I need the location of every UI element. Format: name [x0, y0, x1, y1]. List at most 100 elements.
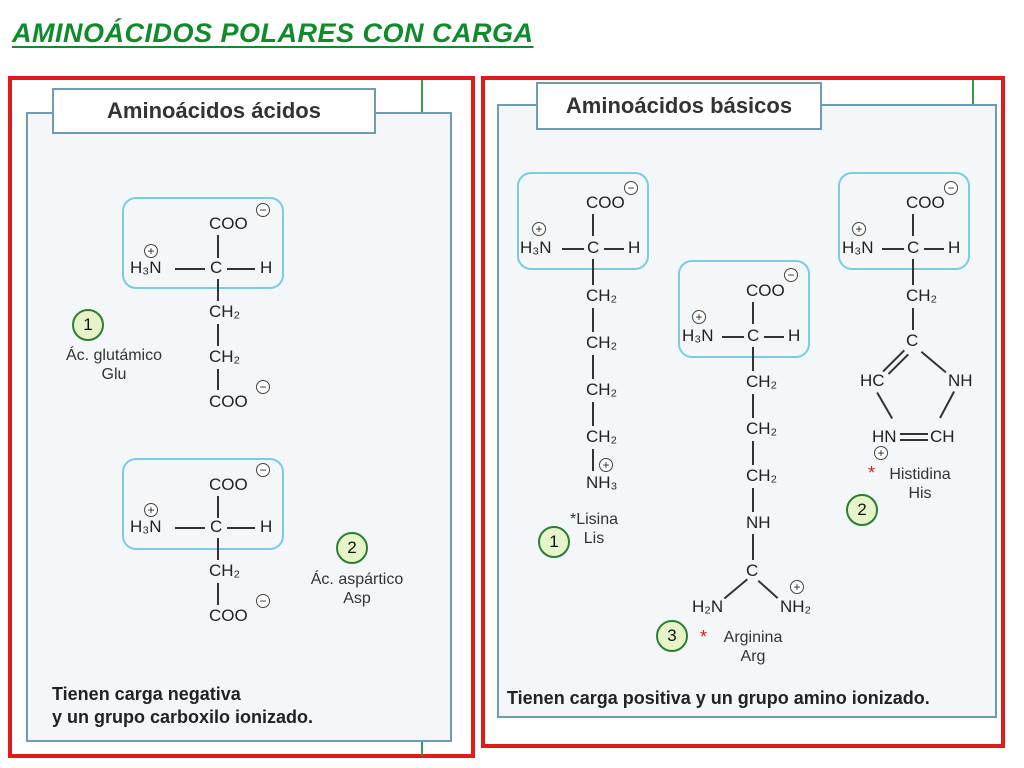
asp-label: Ác. aspártico Asp [292, 570, 422, 608]
asp-h: H [260, 517, 273, 536]
arg-nh: NH [746, 513, 771, 532]
his-n-plus-icon: + [852, 222, 866, 236]
asp-bond [217, 496, 219, 518]
arg-ch2-1: CH₂ [746, 372, 778, 391]
his-abbr: His [908, 485, 932, 503]
glu-abbr: Glu [101, 366, 127, 384]
his-label: Histidina His [880, 465, 960, 503]
his-ring-c: C [906, 331, 919, 350]
basic-footer: Tienen carga positiva y un grupo amino i… [507, 688, 930, 708]
glu-card [122, 197, 284, 289]
glu-ch2-2: CH₂ [209, 347, 241, 366]
lys-bond [562, 248, 584, 250]
lys-bond [592, 259, 594, 285]
his-nh: NH [948, 371, 973, 390]
asp-number-badge: 2 [336, 532, 368, 564]
lys-alpha-c: C [587, 238, 600, 257]
glu-bond [175, 268, 205, 270]
his-name: Histidina [889, 466, 951, 483]
arg-coo: COO [746, 281, 785, 300]
arg-abbr: Arg [740, 648, 766, 666]
his-bond [924, 248, 944, 250]
lys-card [517, 172, 649, 270]
his-coo: COO [906, 193, 945, 212]
lys-label: *Lisina Lis [554, 510, 634, 548]
glu-bond [227, 268, 255, 270]
glu-h: H [260, 258, 273, 277]
asp-bond [217, 538, 219, 560]
arg-bond [722, 336, 744, 338]
glu-bond [217, 279, 219, 301]
basic-panel-frame [481, 76, 1005, 748]
his-star: * [868, 463, 876, 483]
asp-name: Ác. aspártico [310, 571, 404, 588]
glu-name: Ác. glutámico [65, 347, 163, 364]
arg-name: Arginina [723, 629, 783, 646]
his-ring-plus-icon: + [874, 446, 888, 460]
glu-bond [217, 235, 219, 258]
lys-bond [592, 355, 594, 379]
lys-h: H [628, 238, 641, 257]
glu-side-minus-icon: − [256, 380, 270, 394]
lys-ch2-2: CH₂ [586, 333, 618, 352]
glu-coo-minus-icon: − [256, 203, 270, 217]
glu-number-badge: 1 [72, 309, 104, 341]
his-card [838, 172, 970, 270]
acid-footer-line1: Tienen carga negativa [52, 684, 241, 704]
his-double-bond [900, 439, 928, 441]
acid-panel-green-mark [421, 80, 423, 116]
glu-label: Ác. glutámico Glu [50, 346, 178, 384]
his-double-bond [900, 433, 928, 435]
his-h: H [948, 238, 961, 257]
asp-bond [175, 527, 205, 529]
lys-nh3: NH₃ [586, 473, 618, 492]
glu-h3n: H₃N [130, 258, 162, 277]
his-bond [882, 248, 904, 250]
basic-panel-header: Aminoácidos básicos [536, 82, 822, 130]
arg-ch2-3: CH₂ [746, 466, 778, 485]
his-h3n: H₃N [842, 238, 874, 257]
asp-alpha-c: C [210, 517, 223, 536]
acid-footer-line2: y un grupo carboxilo ionizado. [52, 707, 314, 728]
asp-n-plus-icon: + [144, 503, 158, 517]
arg-n-plus-icon: + [692, 310, 706, 324]
glu-bond [217, 369, 219, 390]
lys-bond [604, 248, 624, 250]
asp-coo: COO [209, 475, 248, 494]
glu-coo: COO [209, 214, 248, 233]
asp-coo-minus-icon: − [256, 463, 270, 477]
arg-bond [752, 441, 754, 465]
his-bond [912, 214, 914, 236]
lys-ch2-3: CH₂ [586, 380, 618, 399]
his-hn: HN [872, 427, 897, 446]
acid-panel-header: Aminoácidos ácidos [52, 88, 376, 134]
arg-nh2: NH₂ [780, 597, 812, 616]
arg-guanidino-c: C [746, 561, 759, 580]
arg-coo-minus-icon: − [784, 268, 798, 282]
lys-side-plus-icon: + [599, 458, 613, 472]
his-hc: HC [860, 371, 885, 390]
his-ch: CH [930, 427, 955, 446]
arg-h3n: H₃N [682, 326, 714, 345]
lys-bond [592, 402, 594, 426]
arg-bond [764, 336, 784, 338]
arg-ch2-2: CH₂ [746, 419, 778, 438]
glu-n-plus-icon: + [144, 244, 158, 258]
arg-card [678, 260, 810, 358]
asp-bond [227, 527, 255, 529]
page-title: AMINOÁCIDOS POLARES CON CARGA [12, 18, 534, 48]
glu-bond [217, 324, 219, 346]
lys-h3n: H₃N [520, 238, 552, 257]
asp-abbr: Asp [343, 590, 371, 608]
glu-ch2-1: CH₂ [209, 302, 241, 321]
arg-side-plus-icon: + [790, 580, 804, 594]
lys-bond [592, 449, 594, 471]
arg-bond [752, 394, 754, 418]
lys-name: *Lisina [569, 511, 619, 528]
acid-footer: Tienen carga negativa y un grupo carboxi… [52, 683, 313, 730]
lys-bond [592, 308, 594, 332]
basic-panel [497, 104, 997, 718]
lys-n-plus-icon: + [532, 222, 546, 236]
arg-bond [752, 488, 754, 512]
his-bond [912, 259, 914, 285]
